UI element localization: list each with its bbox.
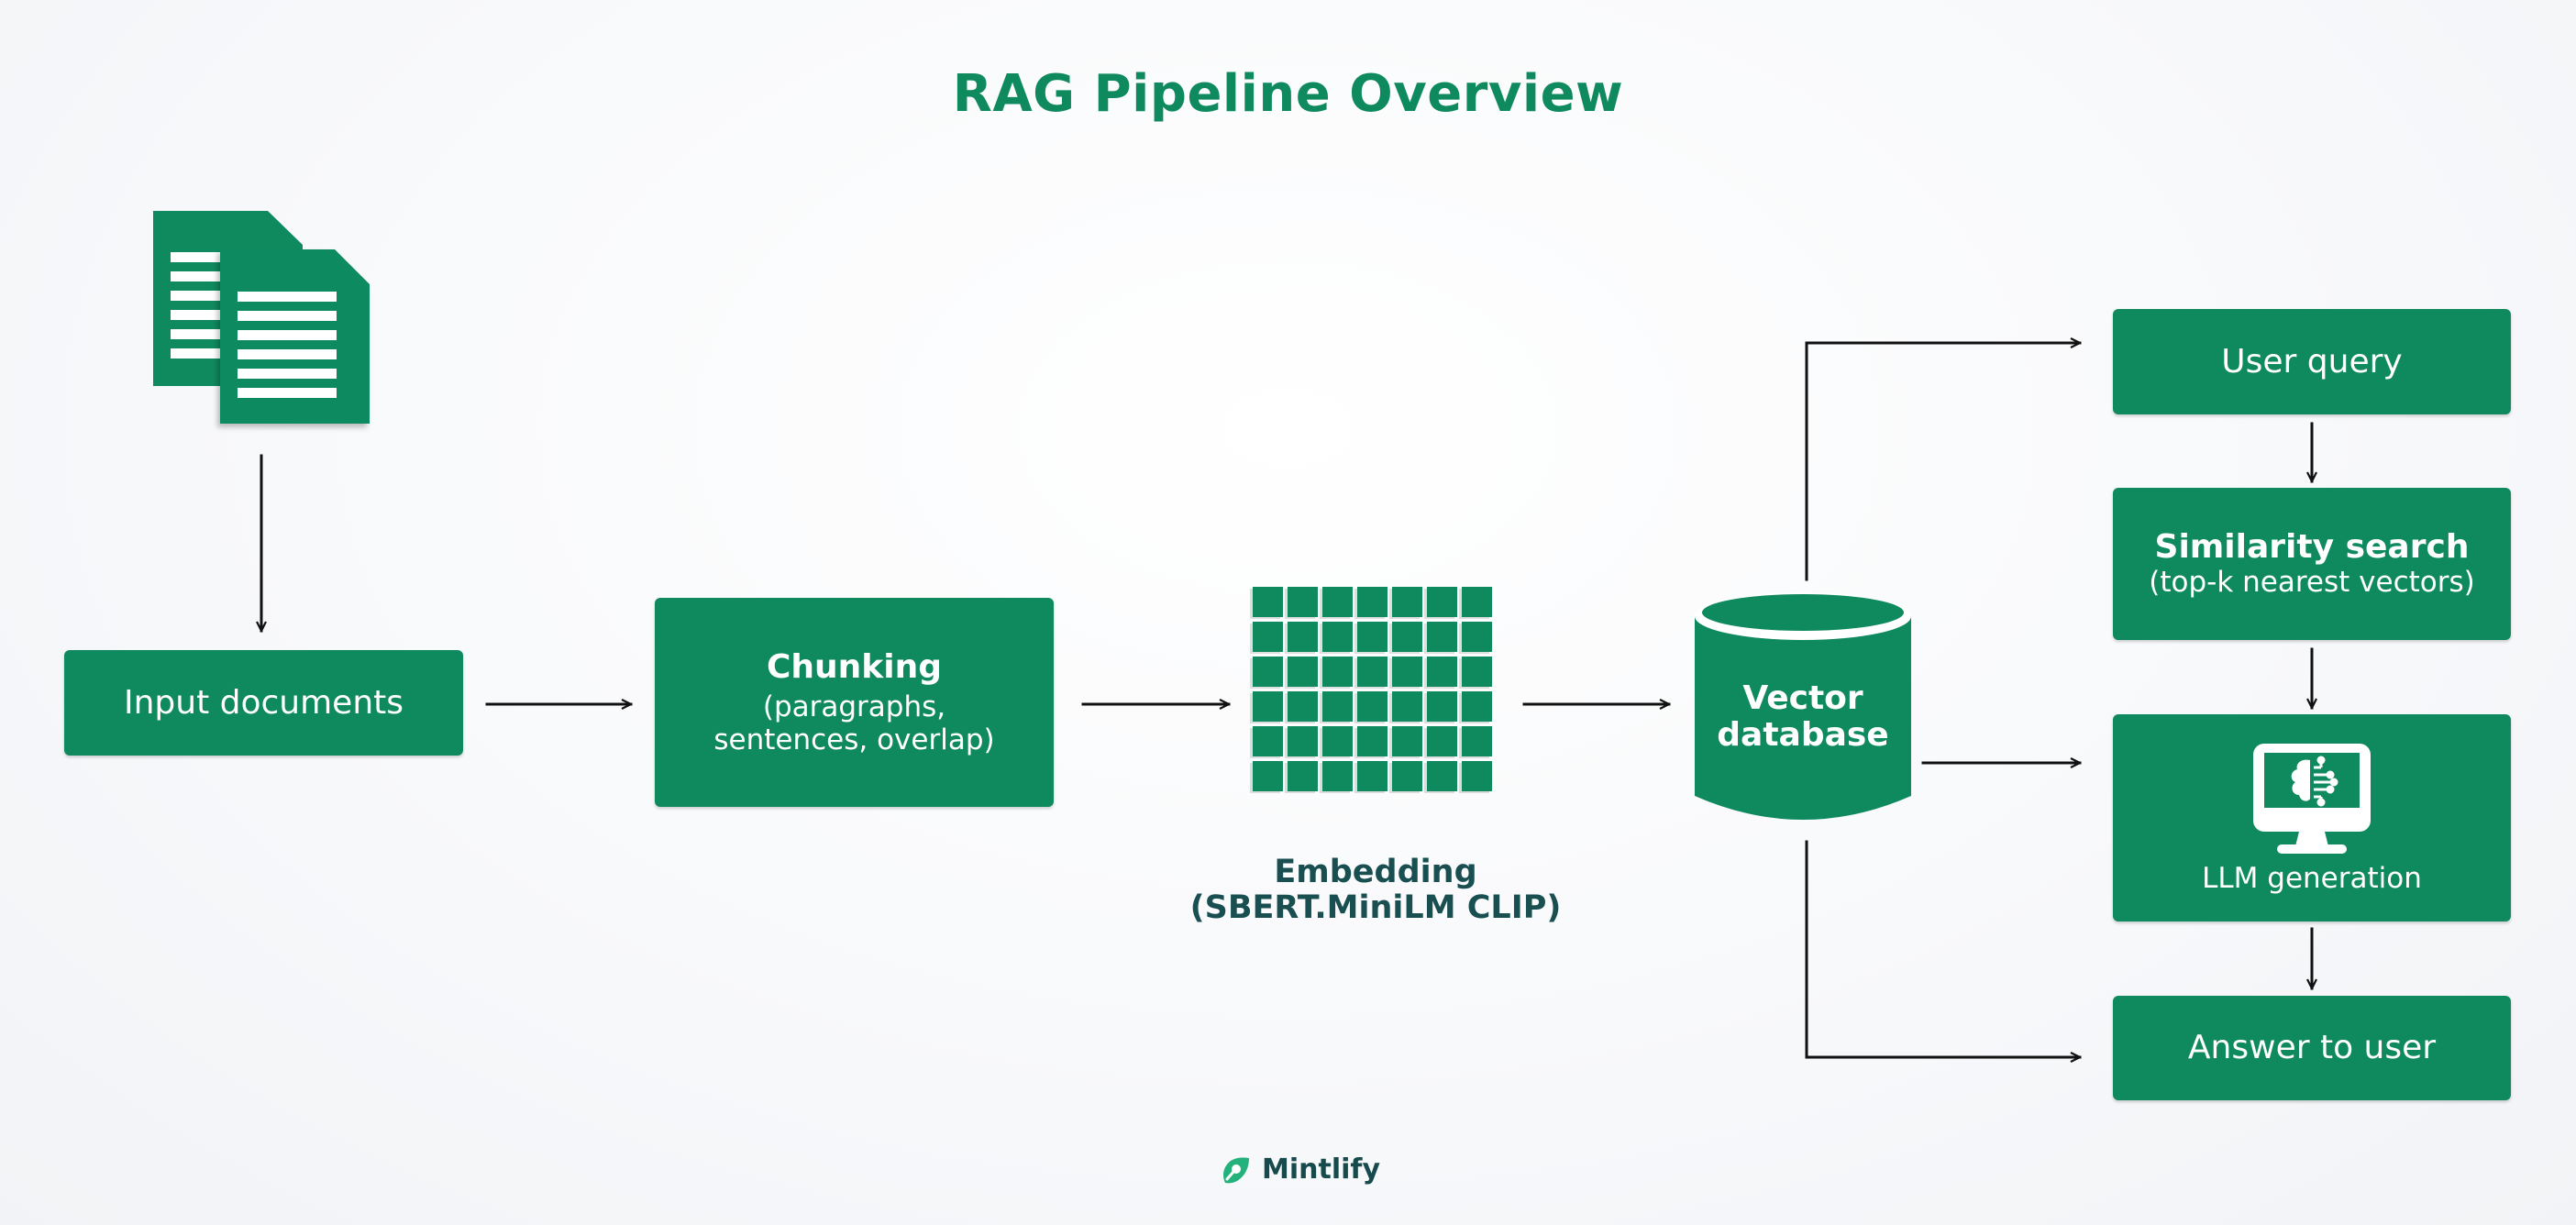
embedding-cell (1253, 726, 1283, 756)
similarity-search-title: Similarity search (2154, 528, 2470, 567)
embedding-cell (1392, 691, 1422, 722)
embedding-cell (1392, 761, 1422, 791)
monitor-brain-icon (2253, 744, 2371, 855)
embedding-grid-icon (1250, 587, 1492, 793)
similarity-search-node: Similarity search (top-k nearest vectors… (2113, 488, 2511, 640)
diagram-title: RAG Pipeline Overview (952, 64, 1624, 124)
database-cylinder-icon (1695, 592, 1911, 820)
embedding-cell (1357, 726, 1388, 756)
embedding-cell (1288, 657, 1318, 687)
embedding-cell (1322, 622, 1353, 652)
input-documents-label: Input documents (123, 683, 404, 722)
embedding-cell (1462, 657, 1492, 687)
embedding-cell (1253, 691, 1283, 722)
arrow-db-to-answer (1805, 840, 2082, 1057)
embedding-cell (1427, 691, 1457, 722)
embedding-cell (1462, 691, 1492, 722)
embedding-cell (1322, 587, 1353, 617)
chunking-subtitle-line1: (paragraphs, (762, 690, 946, 724)
arrow-db-to-user-query (1805, 343, 2082, 581)
documents-icon (153, 211, 370, 424)
embedding-cell (1253, 622, 1283, 652)
embedding-cell (1427, 622, 1457, 652)
answer-to-user-label: Answer to user (2187, 1029, 2437, 1067)
embedding-cell (1322, 691, 1353, 722)
user-query-node: User query (2113, 309, 2511, 414)
chunking-node: Chunking (paragraphs, sentences, overlap… (655, 598, 1054, 807)
embedding-cell (1322, 761, 1353, 791)
embedding-cell (1357, 691, 1388, 722)
embedding-cell (1392, 622, 1422, 652)
answer-to-user-node: Answer to user (2113, 996, 2511, 1100)
mintlify-leaf-icon (1223, 1156, 1249, 1183)
embedding-cell (1288, 726, 1318, 756)
embedding-cell (1462, 726, 1492, 756)
embedding-cell (1322, 726, 1353, 756)
embedding-subtitle: (SBERT.MiniLM CLIP) (1189, 889, 1562, 927)
embedding-cell (1253, 657, 1283, 687)
embedding-cell (1427, 761, 1457, 791)
embedding-cell (1462, 622, 1492, 652)
embedding-cell (1253, 761, 1283, 791)
embedding-cell (1357, 761, 1388, 791)
brand-name: Mintlify (1262, 1153, 1381, 1186)
embedding-cell (1357, 657, 1388, 687)
embedding-cell (1288, 691, 1318, 722)
embedding-cell (1322, 657, 1353, 687)
embedding-cell (1427, 587, 1457, 617)
embedding-cell (1462, 761, 1492, 791)
vector-database-line2: database (1717, 715, 1889, 754)
footer-logo: Mintlify (1220, 1153, 1380, 1186)
embedding-cell (1357, 587, 1388, 617)
embedding-label: Embedding (SBERT.MiniLM CLIP) (1174, 854, 1577, 927)
embedding-cell (1392, 587, 1422, 617)
input-documents-node: Input documents (64, 650, 463, 756)
chunking-subtitle-line2: sentences, overlap) (713, 723, 995, 756)
embedding-cell (1427, 726, 1457, 756)
similarity-search-subtitle: (top-k nearest vectors) (2149, 565, 2475, 599)
embedding-cell (1288, 761, 1318, 791)
embedding-cell (1392, 657, 1422, 687)
chunking-title: Chunking (767, 647, 942, 686)
embedding-cell (1427, 657, 1457, 687)
embedding-cell (1253, 587, 1283, 617)
embedding-cell (1357, 622, 1388, 652)
embedding-cell (1288, 622, 1318, 652)
user-query-label: User query (2221, 342, 2403, 381)
llm-generation-label: LLM generation (2202, 862, 2422, 896)
embedding-cell (1288, 587, 1318, 617)
embedding-cell (1462, 587, 1492, 617)
embedding-title: Embedding (1274, 854, 1477, 890)
vector-database-label: Vector database (1693, 680, 1913, 753)
embedding-cell (1392, 726, 1422, 756)
llm-generation-node: LLM generation (2113, 714, 2511, 922)
vector-database-line1: Vector (1742, 679, 1863, 717)
